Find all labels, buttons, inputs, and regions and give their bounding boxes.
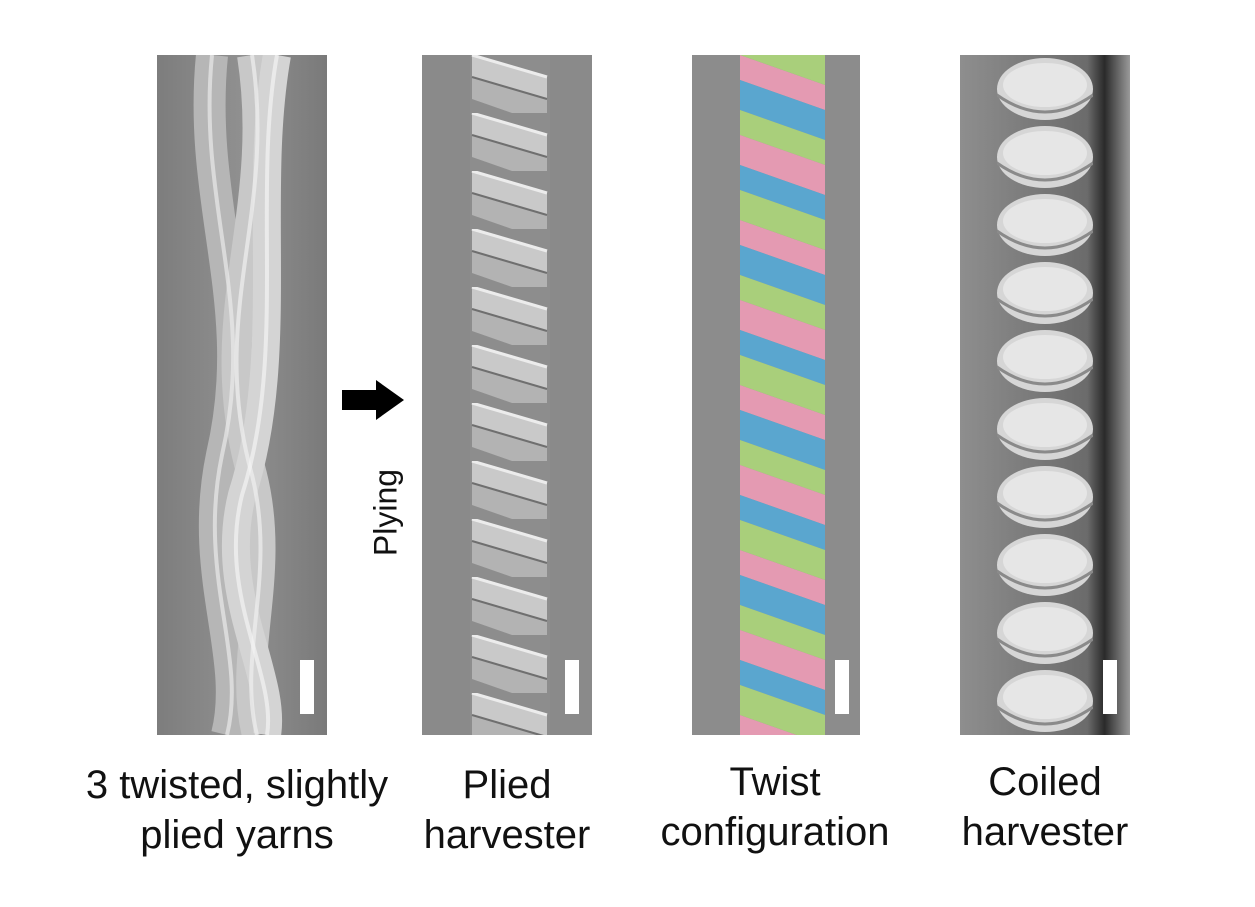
- caption-line: harvester: [423, 813, 591, 857]
- caption-line: 3 twisted, slightly: [85, 763, 389, 807]
- caption-line: plied yarns: [140, 813, 334, 857]
- caption-plied-yarns: 3 twisted, slightly plied yarns: [62, 760, 412, 860]
- sem-image-coiled-harvester: [960, 55, 1130, 735]
- caption-twist-configuration: Twist configuration: [640, 757, 910, 857]
- caption-line: Coiled: [988, 760, 1102, 804]
- scale-bar: [835, 660, 849, 714]
- caption-line: configuration: [660, 810, 890, 854]
- caption-plied-harvester: Plied harvester: [402, 760, 612, 860]
- sem-image-plied-yarns: [157, 55, 327, 735]
- caption-line: Twist: [729, 760, 821, 804]
- sem-image-plied-harvester: [422, 55, 592, 735]
- sem-image-twist-configuration: [692, 55, 860, 735]
- scale-bar: [565, 660, 579, 714]
- caption-coiled-harvester: Coiled harvester: [935, 757, 1155, 857]
- caption-line: harvester: [961, 810, 1129, 854]
- plying-label: Plying: [367, 468, 404, 557]
- caption-line: Plied: [462, 763, 552, 807]
- arrow-right-icon: [342, 380, 404, 420]
- scale-bar: [300, 660, 314, 714]
- scale-bar: [1103, 660, 1117, 714]
